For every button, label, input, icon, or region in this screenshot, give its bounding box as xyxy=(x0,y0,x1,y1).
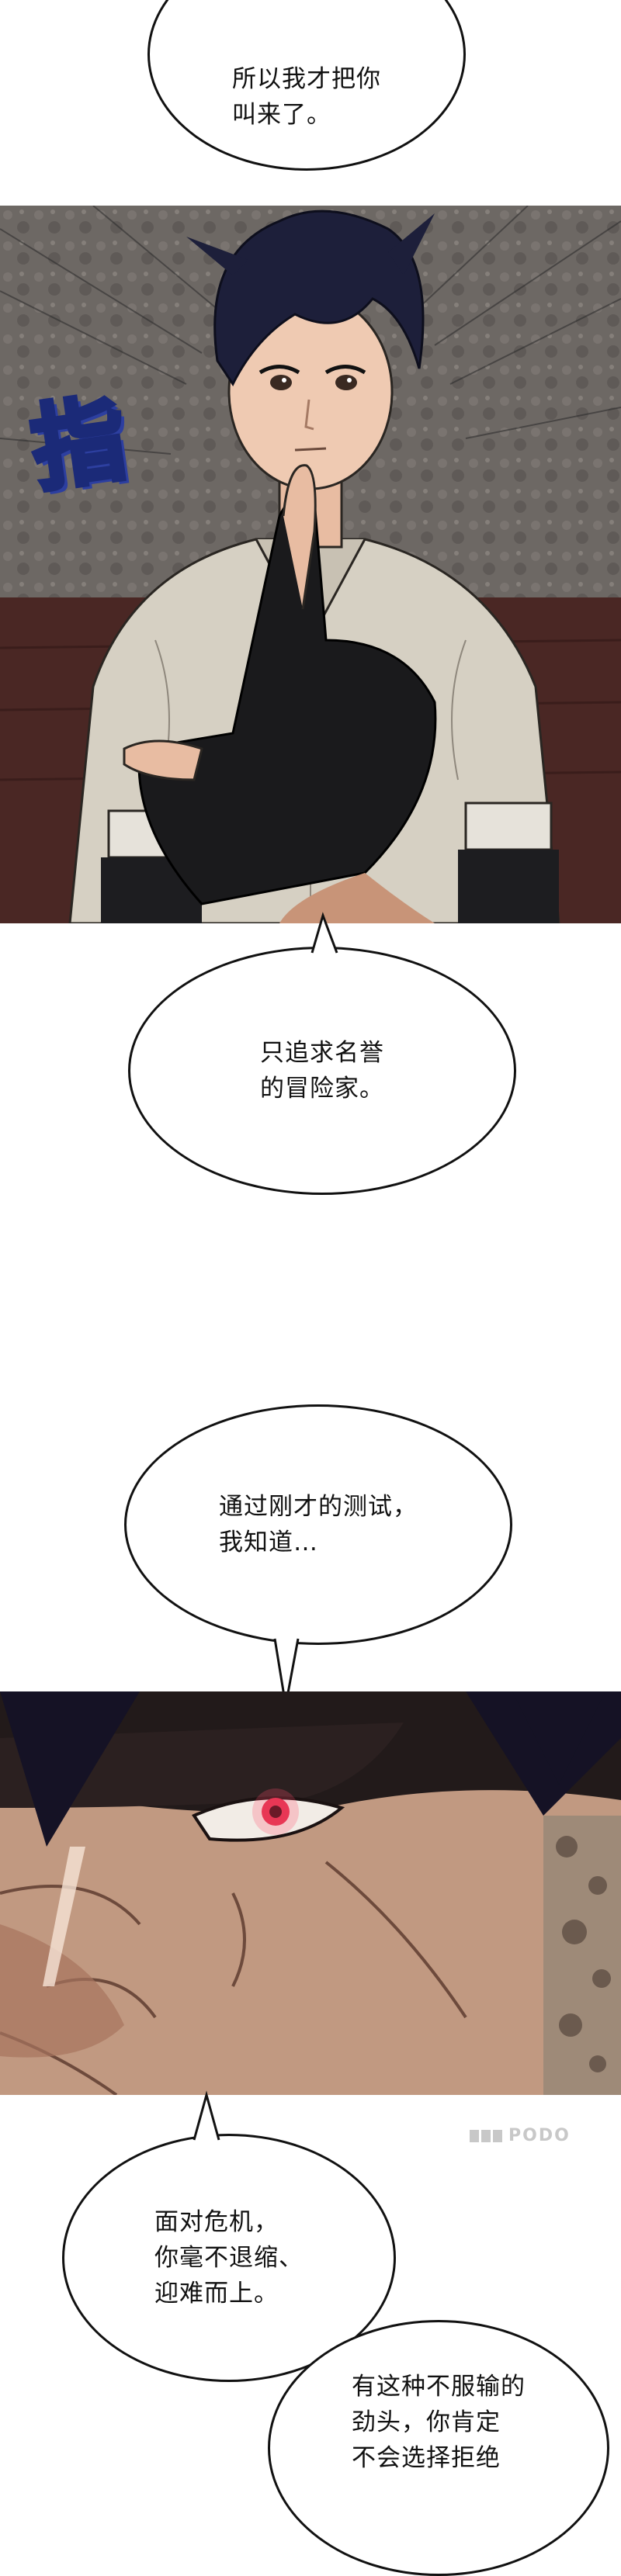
panel-pointing: 指 xyxy=(0,206,621,923)
speech-bubble-3: 通过刚才的测试， 我知道… xyxy=(124,1404,512,1645)
speech-bubble-2-text: 只追求名誉 的冒险家。 xyxy=(260,1039,384,1103)
sfx-point: 指 xyxy=(23,383,135,507)
watermark-logo-icon xyxy=(470,2129,502,2142)
panel-closeup-art xyxy=(0,1691,621,2095)
speech-bubble-4-text: 面对危机， 你毫不退缩、 迎难而上。 xyxy=(154,2208,304,2308)
speech-bubble-2: 只追求名誉 的冒险家。 xyxy=(128,947,516,1195)
speech-bubble-2-tail xyxy=(310,912,338,954)
speech-bubble-1-text: 所以我才把你 叫来了。 xyxy=(232,65,381,129)
speech-bubble-5: 有这种不服输的 劲头，你肯定 不会选择拒绝 xyxy=(268,2320,609,2576)
speech-bubble-4-tail xyxy=(193,2090,220,2141)
panel-closeup xyxy=(0,1691,621,2095)
watermark-text: PODO xyxy=(508,2126,571,2145)
watermark: PODO xyxy=(470,2126,571,2145)
speech-bubble-3-text: 通过刚才的测试， 我知道… xyxy=(219,1493,418,1556)
panel-pointing-art xyxy=(0,206,621,923)
speech-bubble-4: 面对危机， 你毫不退缩、 迎难而上。 xyxy=(62,2134,396,2382)
speech-bubble-1: 所以我才把你 叫来了。 xyxy=(147,0,466,171)
speech-bubble-5-text: 有这种不服输的 劲头，你肯定 不会选择拒绝 xyxy=(352,2373,526,2472)
